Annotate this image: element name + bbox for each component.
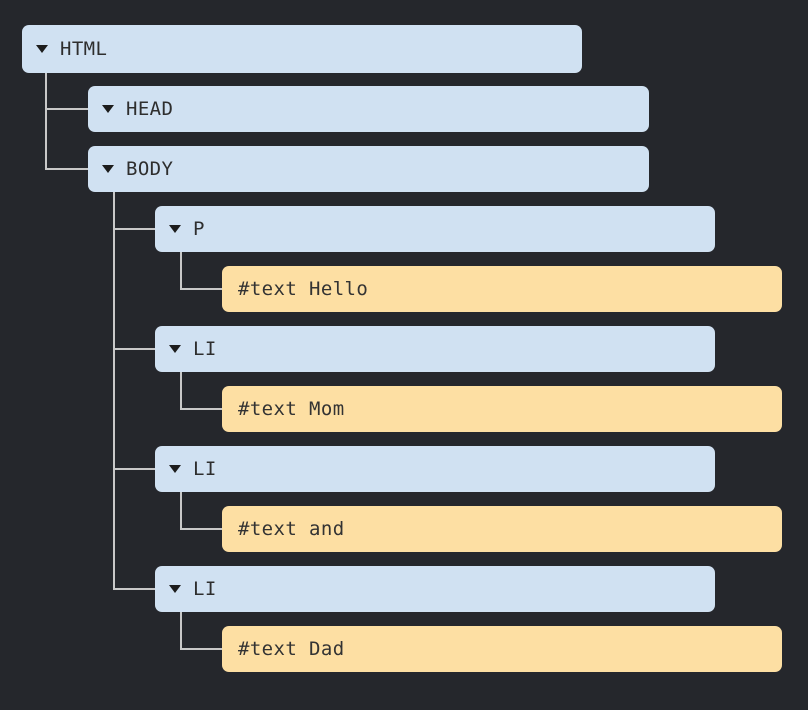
chevron-down-icon[interactable] [36, 45, 48, 53]
tree-connector [45, 73, 88, 170]
tree-connector [113, 192, 155, 470]
chevron-down-icon[interactable] [102, 105, 114, 113]
tree-connector [180, 372, 222, 410]
tree-node-label: #text and [238, 517, 345, 540]
tree-connector [45, 73, 88, 110]
chevron-down-icon[interactable] [169, 585, 181, 593]
chevron-down-icon[interactable] [169, 465, 181, 473]
tree-node-text-dad[interactable]: #text Dad [222, 626, 782, 672]
tree-connector [180, 492, 222, 530]
tree-node-head[interactable]: HEAD [88, 86, 649, 132]
chevron-down-icon[interactable] [102, 165, 114, 173]
tree-connector [180, 252, 222, 290]
tree-node-li-3[interactable]: LI [155, 566, 715, 612]
tree-node-text-hello[interactable]: #text Hello [222, 266, 782, 312]
tree-node-label: HTML [60, 37, 108, 60]
tree-connector [113, 192, 155, 230]
tree-node-label: #text Hello [238, 277, 369, 300]
tree-connector [180, 612, 222, 650]
tree-connector [113, 192, 155, 350]
tree-node-label: LI [193, 337, 217, 360]
tree-node-label: P [193, 217, 205, 240]
tree-node-text-and[interactable]: #text and [222, 506, 782, 552]
tree-node-body[interactable]: BODY [88, 146, 649, 192]
tree-node-label: #text Mom [238, 397, 345, 420]
tree-node-li-2[interactable]: LI [155, 446, 715, 492]
tree-node-html[interactable]: HTML [22, 25, 582, 73]
tree-node-label: #text Dad [238, 637, 345, 660]
tree-node-label: LI [193, 577, 217, 600]
chevron-down-icon[interactable] [169, 345, 181, 353]
tree-node-label: HEAD [126, 97, 174, 120]
chevron-down-icon[interactable] [169, 225, 181, 233]
tree-node-label: LI [193, 457, 217, 480]
tree-connector [113, 192, 155, 590]
tree-node-label: BODY [126, 157, 174, 180]
tree-node-text-mom[interactable]: #text Mom [222, 386, 782, 432]
tree-node-li-1[interactable]: LI [155, 326, 715, 372]
tree-node-p[interactable]: P [155, 206, 715, 252]
